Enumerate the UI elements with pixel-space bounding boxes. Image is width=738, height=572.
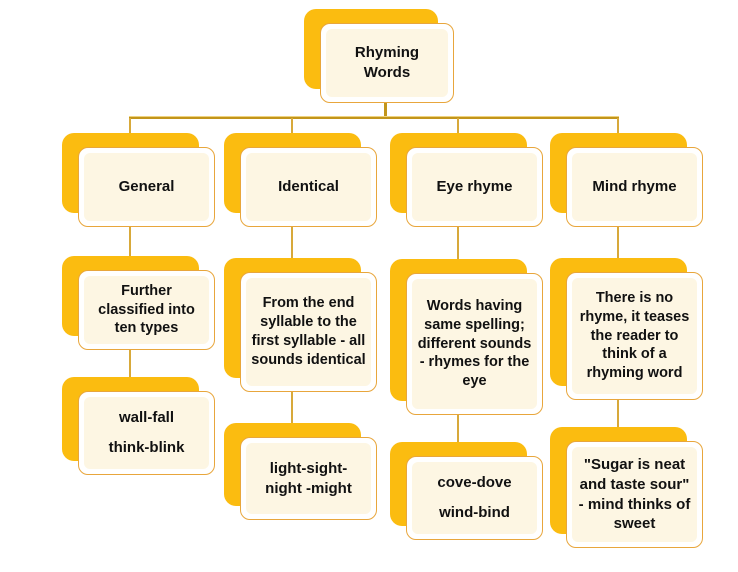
connector-root-stub bbox=[384, 102, 387, 118]
connector-drop-general bbox=[129, 118, 131, 134]
node-identical: Identical bbox=[224, 133, 377, 227]
node-box: "Sugar is neat and taste sour" - mind th… bbox=[566, 441, 703, 548]
example-mind-rhyme: "Sugar is neat and taste sour" - mind th… bbox=[578, 455, 691, 533]
description-eye-rhyme: Words having same spelling; different so… bbox=[417, 297, 532, 390]
node-mind-rhyme-description: There is no rhyme, it teases the reader … bbox=[550, 258, 703, 400]
node-general: General bbox=[62, 133, 215, 227]
description-mind-rhyme: There is no rhyme, it teases the reader … bbox=[579, 289, 690, 382]
branch-title-general: General bbox=[118, 178, 175, 196]
node-general-description: Further classified into ten types bbox=[62, 256, 215, 350]
connector-general-description bbox=[129, 227, 131, 273]
root-title: Rhyming Words bbox=[354, 44, 420, 81]
branch-title-eye-rhyme: Eye rhyme bbox=[436, 178, 513, 196]
node-box: Words having same spelling; different so… bbox=[406, 273, 543, 415]
connector-mind-rhyme-examples bbox=[617, 400, 619, 444]
connector-drop-mind-rhyme bbox=[617, 118, 619, 134]
node-box: Eye rhyme bbox=[406, 147, 543, 227]
node-box: wall-fall think-blink bbox=[78, 391, 215, 475]
node-box: light-sight-night -might bbox=[240, 437, 377, 520]
node-box: Identical bbox=[240, 147, 377, 227]
node-rhyming-words: Rhyming Words bbox=[304, 9, 454, 103]
example-general-2: think-blink bbox=[108, 439, 185, 456]
example-eye-rhyme-2: wind-bind bbox=[439, 504, 510, 521]
node-eye-rhyme: Eye rhyme bbox=[390, 133, 543, 227]
connector-eye-rhyme-description bbox=[457, 227, 459, 276]
description-general: Further classified into ten types bbox=[98, 282, 195, 337]
node-box: Rhyming Words bbox=[320, 23, 454, 103]
description-identical: From the end syllable to the first sylla… bbox=[251, 295, 366, 368]
connector-identical-examples bbox=[291, 392, 293, 440]
node-box: cove-dove wind-bind bbox=[406, 456, 543, 540]
node-box: From the end syllable to the first sylla… bbox=[240, 272, 377, 392]
connector-drop-eye-rhyme bbox=[457, 118, 459, 134]
node-box: General bbox=[78, 147, 215, 227]
connector-horizontal-rail bbox=[129, 116, 619, 119]
example-general-1: wall-fall bbox=[118, 409, 174, 427]
node-identical-description: From the end syllable to the first sylla… bbox=[224, 258, 377, 392]
node-general-examples: wall-fall think-blink bbox=[62, 377, 215, 475]
example-eye-rhyme-1: cove-dove bbox=[437, 474, 512, 492]
connector-general-examples bbox=[129, 350, 131, 394]
node-box: Further classified into ten types bbox=[78, 270, 215, 350]
node-mind-rhyme-examples: "Sugar is neat and taste sour" - mind th… bbox=[550, 427, 703, 548]
node-box: There is no rhyme, it teases the reader … bbox=[566, 272, 703, 400]
branch-title-mind-rhyme: Mind rhyme bbox=[592, 178, 677, 196]
node-mind-rhyme: Mind rhyme bbox=[550, 133, 703, 227]
connector-identical-description bbox=[291, 227, 293, 275]
connector-eye-rhyme-examples bbox=[457, 415, 459, 459]
example-identical: light-sight-night -might bbox=[265, 459, 352, 497]
node-eye-rhyme-examples: cove-dove wind-bind bbox=[390, 442, 543, 540]
branch-title-identical: Identical bbox=[278, 178, 339, 196]
node-eye-rhyme-description: Words having same spelling; different so… bbox=[390, 259, 543, 415]
connector-mind-rhyme-description bbox=[617, 227, 619, 275]
connector-drop-identical bbox=[291, 118, 293, 134]
node-identical-examples: light-sight-night -might bbox=[224, 423, 377, 520]
node-box: Mind rhyme bbox=[566, 147, 703, 227]
